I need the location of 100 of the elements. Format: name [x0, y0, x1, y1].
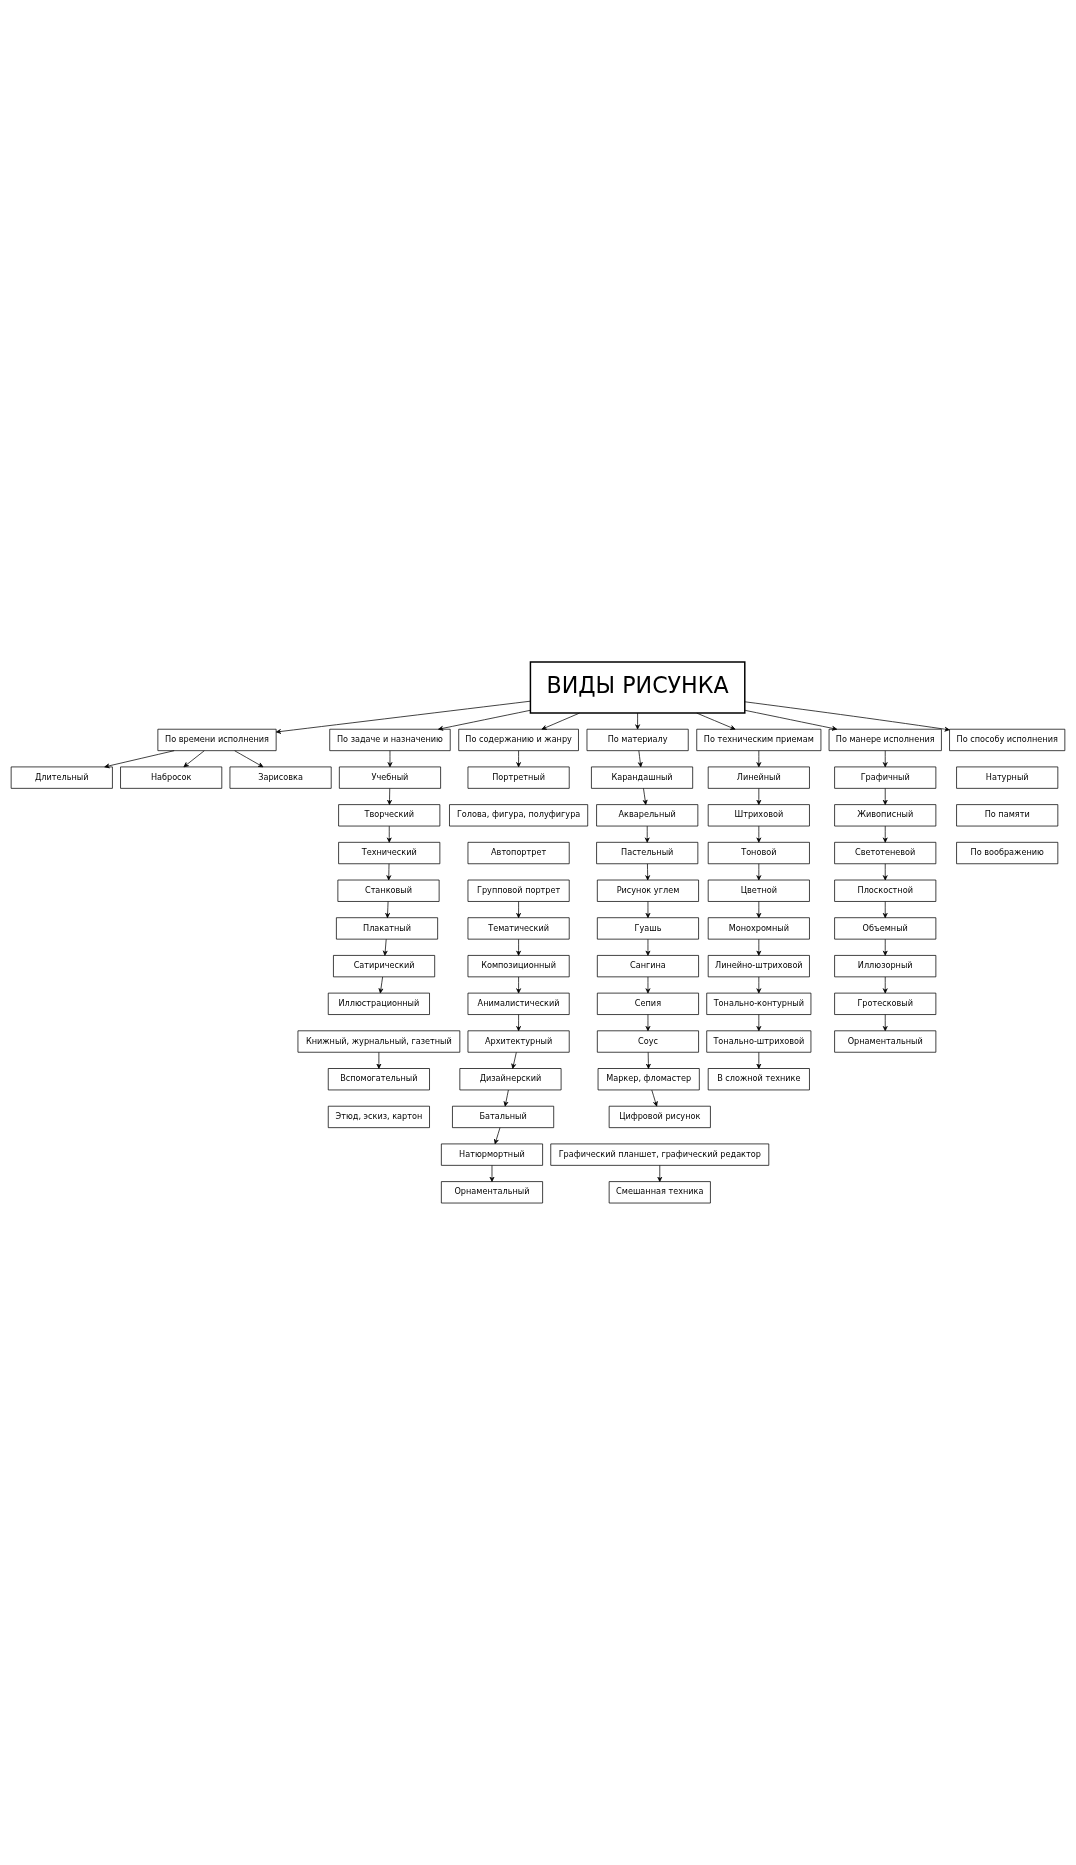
node-box: ВИДЫ РИСУНКА: [529, 661, 746, 714]
node-box: Тоновой: [707, 841, 810, 865]
arrow: [882, 788, 888, 805]
arrow: [516, 901, 521, 919]
node-box: Живописный: [834, 804, 937, 827]
arrow: [696, 712, 736, 730]
arrow: [657, 1165, 663, 1182]
node-box: По памяти: [956, 804, 1059, 827]
arrow: [382, 938, 388, 956]
arrow: [387, 788, 392, 805]
node-box: Гротесковый: [834, 992, 937, 1015]
node-box: Тонально-штриховой: [706, 1030, 812, 1053]
node-box: Маркер, фломастер: [597, 1068, 700, 1091]
arrow: [651, 1089, 658, 1107]
arrow: [494, 1127, 501, 1145]
arrow: [744, 701, 950, 732]
node-box: Смешанная техника: [608, 1181, 711, 1204]
arrow: [511, 1052, 517, 1069]
node-box: Тематический: [467, 917, 570, 940]
arrow: [756, 976, 762, 994]
node-box: Длительный: [10, 766, 113, 789]
arrow: [489, 1165, 495, 1182]
node-box: Линейный: [707, 766, 810, 789]
arrow: [882, 901, 888, 919]
node-box: Акварельный: [596, 804, 699, 827]
arrow: [635, 712, 640, 730]
node-box: Тонально-контурный: [706, 992, 812, 1015]
node-box: Орнаментальный: [834, 1030, 937, 1053]
arrow: [104, 750, 175, 769]
arrow: [438, 709, 531, 731]
node-box: Сатирический: [333, 955, 436, 978]
node-box: Вспомогательный: [327, 1068, 430, 1091]
arrow: [645, 1014, 651, 1032]
arrow: [756, 825, 762, 843]
node-box: Графический планшет, графический редактор: [550, 1143, 770, 1166]
node-box: Станковый: [337, 879, 440, 902]
node-box: Пастельный: [596, 841, 699, 865]
node-box: Учебный: [338, 766, 441, 789]
node-box: Портретный: [467, 766, 570, 789]
node-box: Зарисовка: [229, 766, 332, 789]
arrow: [385, 901, 390, 919]
arrow: [386, 863, 392, 881]
arrow: [645, 976, 651, 994]
arrow: [183, 750, 205, 768]
node-box: Орнаментальный: [441, 1181, 543, 1204]
arrow: [516, 938, 521, 956]
node-box: Светотеневой: [834, 841, 937, 865]
node-box: По воображению: [956, 841, 1059, 865]
node-box: По времени исполнения: [157, 728, 277, 752]
node-box: Карандашный: [591, 766, 694, 789]
node-box: Цветной: [707, 879, 810, 902]
node-box: Натурный: [956, 766, 1059, 789]
node-box: По содержанию и жанру: [458, 728, 579, 752]
arrow: [756, 938, 762, 956]
node-box: Дизайнерский: [459, 1068, 562, 1091]
arrow: [882, 863, 888, 881]
node-box: Рисунок углем: [596, 879, 699, 902]
node-box: Соус: [596, 1030, 699, 1053]
node-box: Штриховой: [707, 804, 810, 827]
node-box: Иллюстрационный: [327, 992, 430, 1015]
node-box: Плакатный: [336, 917, 439, 940]
node-box: Натюрмортный: [441, 1143, 543, 1166]
arrow: [645, 863, 650, 881]
node-box: Анималистический: [467, 992, 570, 1015]
node-box: Композиционный: [467, 955, 570, 978]
node-box: Набросок: [120, 766, 223, 789]
arrow: [756, 788, 762, 805]
node-box: В сложной технике: [707, 1068, 810, 1091]
arrow: [503, 1089, 509, 1107]
arrow: [882, 976, 888, 994]
node-box: Графичный: [834, 766, 937, 789]
node-box: Сепия: [596, 992, 699, 1015]
node-box: По материалу: [586, 728, 689, 752]
node-box: Творческий: [338, 804, 441, 827]
arrow: [645, 901, 651, 919]
node-box: Гуашь: [596, 917, 699, 940]
arrow: [387, 750, 393, 768]
node-box: По способу исполнения: [949, 728, 1066, 752]
arrow: [744, 709, 838, 731]
node-box: Архитектурный: [467, 1030, 570, 1053]
arrow: [378, 976, 384, 994]
arrow: [756, 901, 762, 919]
node-box: Линейно-штриховой: [707, 955, 810, 978]
node-box: Сангина: [596, 955, 699, 978]
arrow: [516, 976, 521, 994]
arrow: [646, 1052, 651, 1069]
arrow: [386, 825, 392, 843]
arrow: [882, 750, 888, 768]
arrow: [756, 1052, 762, 1069]
arrow: [645, 938, 651, 956]
arrow: [644, 825, 650, 843]
arrow: [882, 1014, 888, 1032]
arrow: [882, 938, 888, 956]
node-box: Объемный: [834, 917, 937, 940]
node-box: Монохромный: [707, 917, 810, 940]
node-box: Технический: [338, 841, 441, 865]
arrow: [756, 1014, 762, 1032]
node-box: Иллюзорный: [834, 955, 937, 978]
arrow: [275, 700, 531, 734]
arrow: [541, 712, 580, 730]
